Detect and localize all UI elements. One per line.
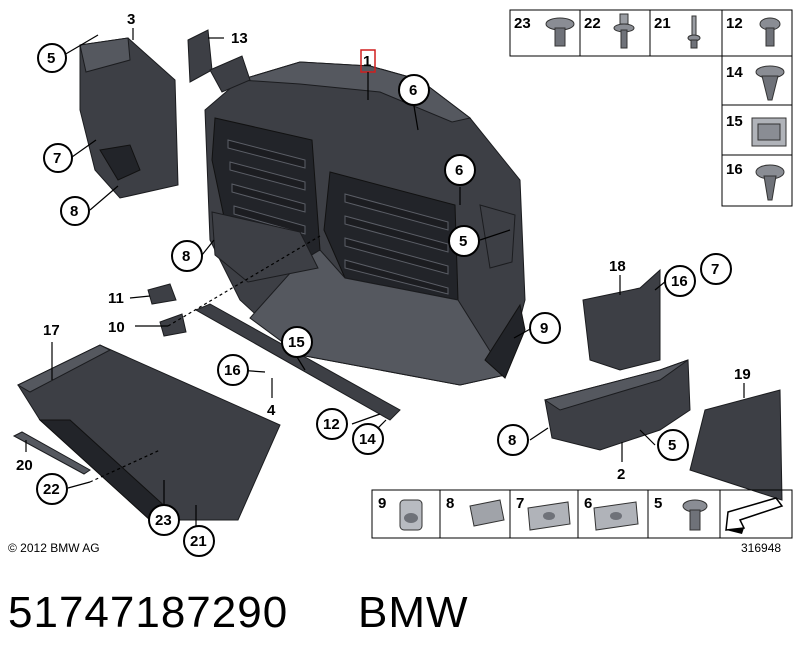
image-number: 316948 [741,541,782,555]
copyright-text: © 2012 BMW AG [8,541,100,555]
underbody-panel [16,344,281,521]
clip-7-icon [527,501,571,531]
grid-label-9: 9 [378,495,386,512]
grid-label-14: 14 [726,64,743,81]
label-13: 13 [231,30,248,47]
callout-circle-6b [444,154,476,186]
label-15: 15 [288,334,305,351]
bracket-11 [147,283,177,305]
label-5b: 5 [459,233,467,250]
label-22: 22 [43,481,60,498]
label-21: 21 [190,533,207,550]
label-8b: 8 [182,248,190,265]
label-8c: 8 [508,432,516,449]
label-16b: 16 [671,273,688,290]
callout-circle-7a [43,143,73,173]
grid-label-12: 12 [726,15,743,32]
label-2: 2 [617,466,625,483]
part-number: 51747187290 [8,588,289,637]
callout-circle-21 [183,525,215,557]
screw-5-icon [682,499,708,531]
grid-label-7: 7 [516,495,524,512]
callout-circle-5a [37,43,67,73]
rivet-21-icon [687,15,701,49]
label-1: 1 [363,53,371,70]
label-5c: 5 [668,437,676,454]
callout-circle-9 [529,312,561,344]
screw-12-icon [759,17,781,47]
label-11: 11 [108,290,124,307]
right-upper-duct [582,268,661,371]
bracket-10 [159,313,187,337]
fastener-grid-bottom: 9 8 7 6 5 [371,489,793,539]
grid-label-23: 23 [514,15,531,32]
grid-label-8: 8 [446,495,454,512]
label-3: 3 [127,11,135,28]
right-deflector [689,389,783,501]
label-17: 17 [43,322,60,339]
screw-16-icon [755,164,785,201]
label-8a: 8 [70,203,78,220]
upper-bracket [209,55,251,93]
screw-22-icon [613,13,635,49]
callout-circle-8b [171,240,203,272]
callout-circle-5c [657,429,689,461]
grid-label-21: 21 [654,15,671,32]
callout-circle-22 [36,473,68,505]
right-lower-duct [543,359,691,451]
clip-6-icon [593,501,639,531]
brand-name: BMW [358,588,469,637]
clip-15-icon [751,117,787,147]
bracket-20 [12,431,91,475]
label-5a: 5 [47,50,55,67]
leader-lines [25,28,745,527]
label-18: 18 [609,258,626,275]
grid-label-15: 15 [726,113,743,130]
callout-circle-6a [398,74,430,106]
callout-circle-8c [497,424,529,456]
callout-circle-16a [217,354,249,386]
label-7a: 7 [53,150,61,167]
callout-circle-12 [316,408,348,440]
grille-louvers [227,139,449,295]
grid-label-22: 22 [584,15,601,32]
screw-23-icon [545,17,575,47]
label-23: 23 [155,512,172,529]
label-4: 4 [267,402,276,419]
parts-diagram: 1 3 5 7 8 13 6 6 5 8 11 10 15 16 4 12 14… [12,9,793,557]
callout-circle-23 [148,504,180,536]
label-6b: 6 [455,162,463,179]
lower-trim-strip [194,303,401,421]
callout-circle-14 [352,423,384,455]
callout-circle-7b [700,253,732,285]
label-16a: 16 [224,362,241,379]
screw-14-icon [755,65,785,101]
label-12: 12 [323,416,340,433]
label-7b: 7 [711,261,719,278]
callout-circle-8a [60,196,90,226]
callout-labels: 1 3 5 7 8 13 6 6 5 8 11 10 15 16 4 12 14… [16,11,751,557]
nut-9-icon [399,499,423,531]
grid-label-6: 6 [584,495,592,512]
callout-circle-16b [664,265,696,297]
grid-label-5: 5 [654,495,662,512]
callout-circle-15 [281,326,313,358]
label-9: 9 [540,320,548,337]
clip-8-icon [469,499,505,527]
lower-left-duct [211,211,319,283]
fastener-grid-top: 23 22 21 12 14 15 16 [509,9,793,207]
label-14: 14 [359,431,376,448]
callout-circle-5b [448,225,480,257]
label-10: 10 [108,319,125,336]
left-upper-air-duct [79,37,179,199]
grid-label-16: 16 [726,161,743,178]
label-19: 19 [734,366,751,383]
label-20: 20 [16,457,33,474]
direction-arrow-icon [725,497,784,534]
label-6a: 6 [409,82,417,99]
